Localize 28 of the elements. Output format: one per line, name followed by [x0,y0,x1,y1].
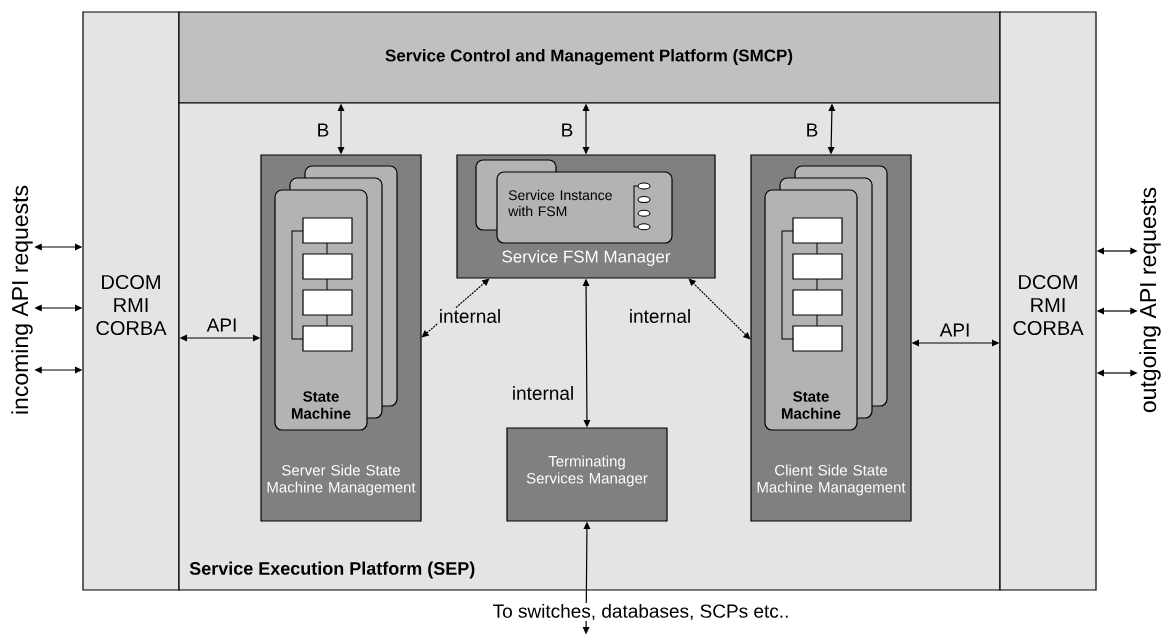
arrow [179,334,261,342]
arrow [1096,307,1138,315]
manager-box: Terminating Services Manager [506,427,668,522]
edge-label: internal [510,385,576,401]
edge-label: internal [437,308,503,324]
arrow [688,278,751,340]
arrow [1096,369,1138,377]
side-label: outgoing API requests [1139,187,1161,413]
arrow [582,521,591,635]
platform-band: Service Control and Management Platform (SMCP) [178,11,1001,104]
arrow [34,366,83,374]
edge-label: API [205,317,239,333]
edge-label: API [938,322,972,338]
arrow [1096,247,1138,255]
protocol-panel: DCOM RMI CORBA [82,11,180,591]
arrow [34,243,83,251]
side-label: incoming API requests [11,185,33,414]
edge-label: To switches, databases, SCPs etc.. [491,602,791,622]
arrow [34,304,83,312]
arrow [582,103,590,155]
arrow [911,339,1000,347]
instance-card: Service Instance with FSM [496,171,673,244]
arrow [337,103,345,155]
arrow [582,278,591,428]
arrow [827,103,836,155]
protocol-panel: DCOM RMI CORBA [999,11,1097,591]
arrow [421,278,490,338]
edge-label: internal [627,308,693,324]
